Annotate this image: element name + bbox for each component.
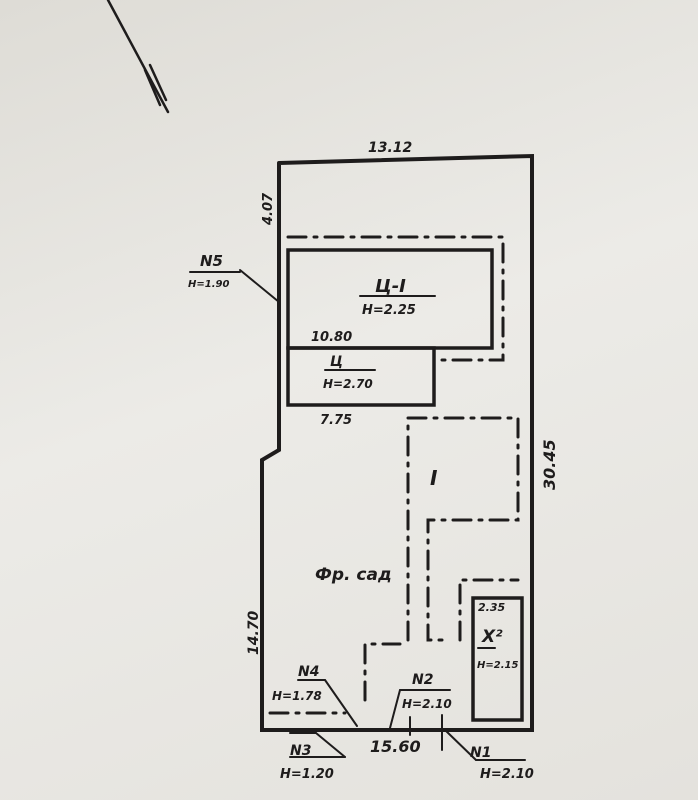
building-u-height: H=2.70 (323, 377, 373, 391)
north-arrow (106, 0, 170, 114)
building-u-label: Ц (330, 354, 343, 370)
building-u-i-height: H=2.25 (362, 303, 416, 318)
building-u-i-label: Ц-I (375, 276, 406, 297)
building-x2 (471, 596, 524, 722)
gate-3-label: N3 (290, 743, 311, 759)
garden-label: Фр. сад (315, 565, 392, 585)
building-x2-height: H=2.15 (477, 660, 518, 671)
building-u (286, 346, 436, 407)
gate-1-label: N1 (470, 745, 491, 761)
top-dimension: 13.12 (368, 140, 412, 156)
gate-2-height: H=2.10 (402, 697, 452, 711)
gate-2-label: N2 (412, 672, 433, 688)
building-x2-label: Х² (481, 627, 503, 647)
building-u-length: 7.75 (320, 413, 352, 428)
zone-label: I (430, 466, 438, 490)
gate-1-height: H=2.10 (480, 767, 534, 782)
gate-3-height: H=1.20 (280, 767, 334, 782)
gate-4-height: H=1.78 (272, 689, 322, 703)
building-x2-length: 2.35 (478, 601, 505, 614)
dash-dot-lines (268, 235, 520, 715)
left-top-dimension: 4.07 (261, 192, 276, 226)
building-u-i-length: 10.80 (311, 330, 352, 345)
right-dimension: 30.45 (540, 439, 559, 490)
gate-5-height: H=1.90 (188, 279, 229, 290)
plot-boundary (260, 153, 534, 732)
gate-5-label: N5 (200, 252, 223, 270)
bottom-dimension: 15.60 (370, 737, 421, 756)
left-bottom-dimension: 14.70 (246, 610, 262, 655)
gate-leaders (189, 269, 526, 761)
gate-4-label: N4 (298, 664, 319, 680)
